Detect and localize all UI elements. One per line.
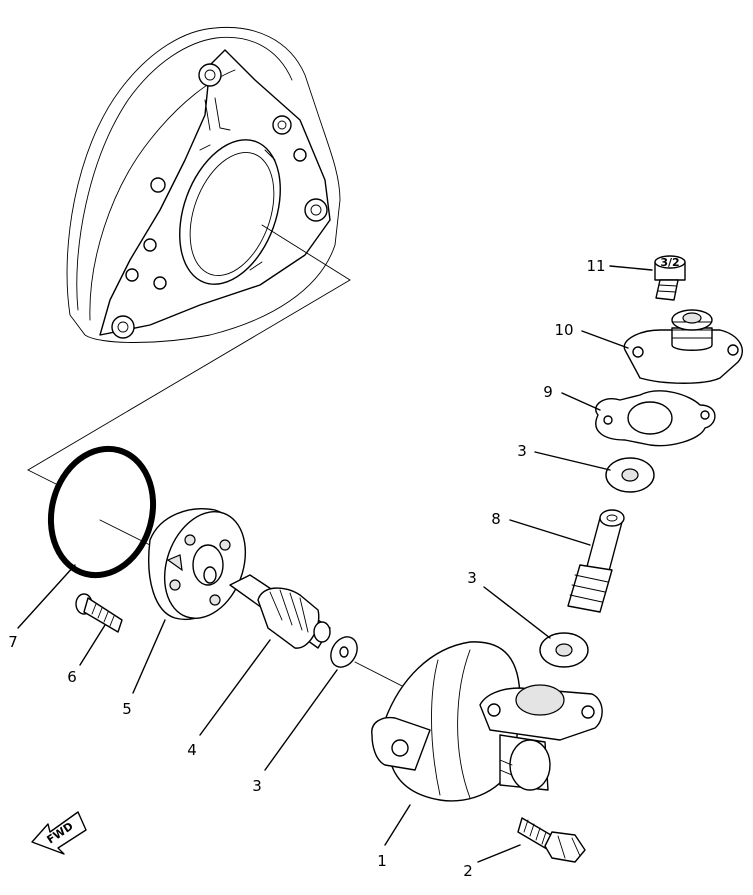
callout-11: 11 — [586, 257, 605, 275]
washer-lower-left — [330, 636, 358, 668]
callout-labels: 11 10 9 3 8 3 7 6 5 4 3 1 2 — [8, 257, 605, 880]
o-ring — [47, 445, 157, 579]
callout-3-top: 3 — [517, 442, 527, 460]
leader-3a — [264, 669, 338, 771]
callout-6: 6 — [67, 668, 77, 686]
gear-housing-disc — [148, 508, 247, 621]
gasket — [595, 390, 716, 447]
leader-4 — [199, 639, 271, 736]
gear-housing-main — [371, 641, 603, 802]
driven-gear-shaft — [567, 509, 625, 613]
leader-8 — [509, 519, 591, 546]
leader-11 — [609, 265, 653, 271]
leader-lines — [17, 265, 653, 863]
callout-2: 2 — [463, 862, 473, 880]
leader-7 — [17, 564, 76, 629]
callout-1: 1 — [377, 852, 387, 870]
bolt-head-mark: 3/2 — [660, 256, 679, 269]
leader-3b — [483, 586, 551, 639]
callout-10: 10 — [554, 321, 573, 339]
bolt-top: 3/2 — [654, 255, 686, 301]
leader-3c — [534, 451, 611, 471]
washer-middle — [539, 632, 589, 668]
leader-5 — [132, 619, 166, 694]
drive-gear-shaft — [203, 566, 331, 649]
callout-8: 8 — [491, 510, 501, 528]
leader-2 — [477, 844, 521, 863]
callout-5: 5 — [122, 700, 132, 718]
fwd-arrow-icon: FWD — [31, 811, 87, 855]
leader-10 — [581, 330, 629, 349]
sleeve-fitting — [623, 309, 743, 384]
callout-7: 7 — [8, 633, 18, 651]
callout-3-lower-left: 3 — [252, 777, 262, 795]
leader-1 — [384, 804, 411, 846]
callout-9: 9 — [543, 383, 553, 401]
leader-9 — [561, 392, 601, 411]
washer-top — [605, 457, 655, 493]
crankcase-cover — [66, 26, 341, 343]
screw — [75, 593, 123, 633]
callout-3-middle: 3 — [467, 569, 477, 587]
leader-6 — [79, 624, 106, 666]
callout-4: 4 — [187, 741, 197, 759]
bolt-bottom — [517, 817, 586, 863]
